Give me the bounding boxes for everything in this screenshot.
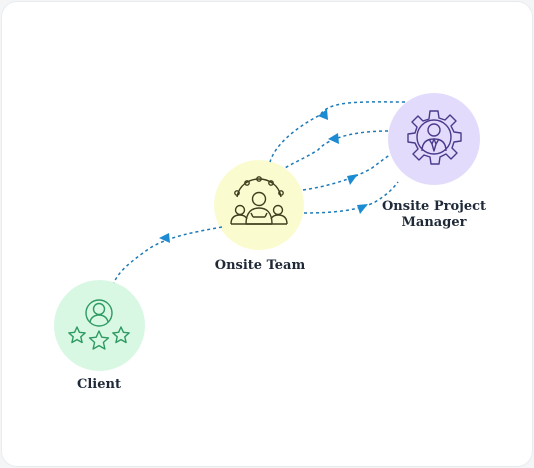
client-rating-icon — [68, 299, 130, 350]
manager-label-line1: Onsite Project — [381, 199, 487, 214]
connector-team-manager-1 — [302, 154, 391, 191]
arrow-head-2 — [328, 133, 339, 144]
connector-manager-team-1 — [269, 101, 406, 163]
arrow-head-4 — [357, 204, 368, 214]
arrow-head-5 — [159, 233, 170, 243]
team-label: Onsite Team — [214, 258, 306, 273]
manager-label: Onsite Project Manager — [374, 199, 494, 231]
arrow-head-1 — [318, 109, 328, 120]
arrow-head-3 — [347, 174, 358, 185]
manager-label-line2: Manager — [401, 215, 467, 230]
client-label: Client — [77, 377, 121, 392]
connector-manager-team-2 — [284, 130, 389, 169]
team-gear-icon — [230, 176, 288, 225]
connector-team-client — [113, 226, 223, 284]
manager-gear-icon — [407, 110, 462, 165]
connector-team-manager-2 — [303, 181, 399, 214]
